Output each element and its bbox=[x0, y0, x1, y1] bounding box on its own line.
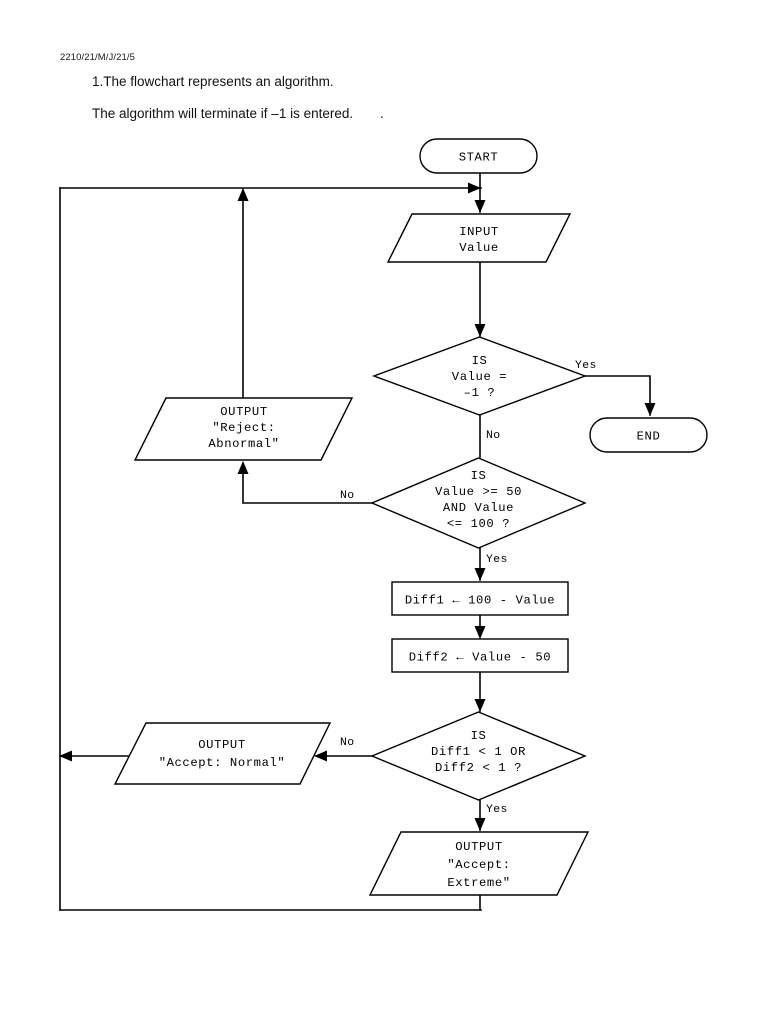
decision-minus-one-line-3: –1 ? bbox=[464, 386, 496, 400]
arrowhead-normal-into-left-spine bbox=[59, 750, 72, 762]
arrowhead-yes-to-end bbox=[644, 403, 656, 416]
arrowhead-reject-into-return bbox=[237, 188, 249, 201]
output-extreme-parallelogram-shape bbox=[368, 831, 590, 896]
input-parallelogram-shape bbox=[386, 213, 572, 263]
arrowhead-return-into-main-column bbox=[468, 182, 481, 194]
node-input-value: INPUT Value bbox=[386, 213, 572, 263]
input-label-line-1: INPUT bbox=[459, 225, 499, 239]
node-decision-value-in-range: IS Value >= 50 AND Value <= 100 ? bbox=[370, 457, 587, 549]
decision-range-line-2: Value >= 50 bbox=[435, 485, 522, 499]
decision-range-shape bbox=[370, 457, 587, 549]
decision-minus-one-line-1: IS bbox=[472, 354, 488, 368]
output-normal-line-2: "Accept: Normal" bbox=[159, 756, 286, 770]
decision-minus-one-line-2: Value = bbox=[452, 370, 507, 384]
process-diff1-shape bbox=[391, 581, 569, 616]
question-statement-line-2: The algorithm will terminate if –1 is en… bbox=[92, 106, 354, 121]
node-end: END bbox=[589, 417, 708, 453]
arrowhead-start-to-input bbox=[474, 200, 486, 213]
arrowhead-input-to-decision-minus-one bbox=[474, 324, 486, 337]
decision-extreme-line-3: Diff2 < 1 ? bbox=[435, 761, 522, 775]
node-decision-value-equals-minus-one: IS Value = –1 ? bbox=[371, 336, 588, 416]
decision-extreme-line-2: Diff1 < 1 OR bbox=[431, 745, 526, 759]
connector-decision-minus-one-yes-to-end bbox=[584, 375, 651, 416]
node-start: START bbox=[419, 138, 538, 174]
end-label: END bbox=[637, 430, 661, 444]
process-diff1-label: Diff1 ← 100 - Value bbox=[405, 594, 555, 608]
node-decision-diff-extreme: IS Diff1 < 1 OR Diff2 < 1 ? bbox=[370, 711, 587, 801]
connector-range-no-to-reject bbox=[242, 462, 373, 504]
arrowhead-diff2-to-decision-extreme bbox=[474, 699, 486, 712]
node-output-accept-extreme: OUTPUT "Accept: Extreme" bbox=[368, 831, 590, 896]
decision-range-line-4: <= 100 ? bbox=[447, 517, 510, 531]
edge-label-no-range: No bbox=[340, 490, 354, 502]
decision-extreme-line-1: IS bbox=[471, 729, 487, 743]
process-diff2-shape bbox=[391, 638, 569, 673]
output-extreme-line-1: OUTPUT bbox=[455, 840, 502, 854]
output-reject-parallelogram-shape bbox=[133, 397, 354, 461]
output-reject-line-3: Abnormal" bbox=[208, 437, 279, 451]
question-trailing-mark: . bbox=[380, 106, 384, 121]
start-label: START bbox=[459, 151, 499, 165]
output-normal-line-1: OUTPUT bbox=[198, 738, 245, 752]
edge-label-yes-range: Yes bbox=[486, 554, 508, 566]
decision-range-line-1: IS bbox=[471, 469, 487, 483]
node-process-diff2: Diff2 ← Value - 50 bbox=[391, 638, 569, 673]
arrowhead-extreme-yes-to-output bbox=[474, 818, 486, 831]
arrowhead-diff1-to-diff2 bbox=[474, 626, 486, 639]
decision-minus-one-shape bbox=[371, 336, 588, 416]
decision-range-line-3: AND Value bbox=[443, 501, 514, 515]
question-statement-line-1: 1.The flowchart represents an algorithm. bbox=[92, 74, 334, 89]
output-normal-parallelogram-shape bbox=[113, 722, 332, 785]
edge-label-no-extreme: No bbox=[340, 737, 354, 749]
end-terminator-shape bbox=[589, 417, 708, 453]
decision-extreme-shape bbox=[370, 711, 587, 801]
edge-label-yes-minus-one: Yes bbox=[575, 360, 597, 372]
output-reject-line-1: OUTPUT bbox=[220, 405, 267, 419]
input-label-line-2: Value bbox=[459, 241, 499, 255]
node-output-reject-abnormal: OUTPUT "Reject: Abnormal" bbox=[133, 397, 354, 461]
process-diff2-label: Diff2 ← Value - 50 bbox=[409, 651, 551, 665]
arrowhead-range-no-into-reject bbox=[237, 461, 249, 474]
arrowhead-extreme-no-into-normal bbox=[314, 750, 327, 762]
output-reject-line-2: "Reject: bbox=[212, 421, 275, 435]
edge-label-no-minus-one: No bbox=[486, 430, 500, 442]
output-extreme-line-3: Extreme" bbox=[447, 876, 510, 890]
arrowhead-range-yes-to-diff1 bbox=[474, 568, 486, 581]
node-output-accept-normal: OUTPUT "Accept: Normal" bbox=[113, 722, 332, 785]
node-process-diff1: Diff1 ← 100 - Value bbox=[391, 581, 569, 616]
exam-paper-code: 2210/21/M/J/21/5 bbox=[60, 52, 136, 63]
output-extreme-line-2: "Accept: bbox=[447, 858, 510, 872]
edge-label-yes-extreme: Yes bbox=[486, 804, 508, 816]
start-terminator-shape bbox=[419, 138, 538, 174]
